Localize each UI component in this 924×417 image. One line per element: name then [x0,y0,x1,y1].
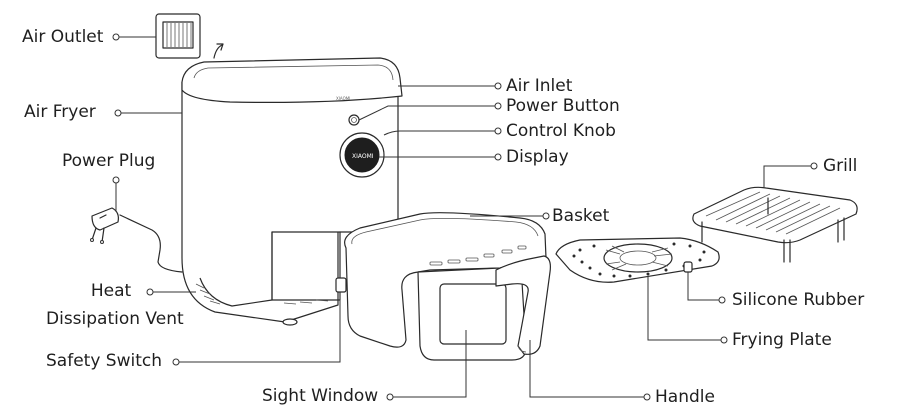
heat-vent-slits [195,283,329,305]
leader-lines [112,33,818,401]
grill-drawing [692,186,858,263]
power-button-shape [348,114,360,126]
label-air-inlet: Air Inlet [506,76,573,96]
label-safety-switch: Safety Switch [46,351,162,371]
label-heat-vent-line2: Dissipation Vent [46,309,184,329]
display-shape [344,137,380,173]
safety-switch-shape [335,277,347,293]
label-display: Display [506,147,569,167]
top-brand-text: XIAOMI [336,96,350,101]
label-heat-vent-line1: Heat [90,281,132,301]
label-frying-plate: Frying Plate [732,330,832,350]
label-grill: Grill [823,156,858,176]
label-power-button: Power Button [506,96,620,116]
air-outlet-detail [155,13,224,59]
label-silicone-rubber: Silicone Rubber [732,290,865,310]
basket-drawing [335,212,551,361]
air-fryer-body: XIAOMI XIAOMI [181,57,403,326]
label-power-plug: Power Plug [62,151,156,171]
label-sight-window: Sight Window [262,386,379,406]
label-air-outlet: Air Outlet [22,27,104,47]
outlet-pointer-arrow [213,44,223,59]
power-plug-drawing [90,207,183,273]
label-basket: Basket [552,206,610,226]
display-brand-text: XIAOMI [352,153,374,160]
arrow-head-icon [216,43,224,51]
handle-shape [495,255,551,355]
frying-plate-drawing [555,237,720,283]
silicone-rubber-shape [683,261,693,273]
label-handle: Handle [655,387,715,407]
label-control-knob: Control Knob [506,121,616,141]
label-air-fryer: Air Fryer [24,102,96,122]
sight-window-shape [439,283,507,345]
